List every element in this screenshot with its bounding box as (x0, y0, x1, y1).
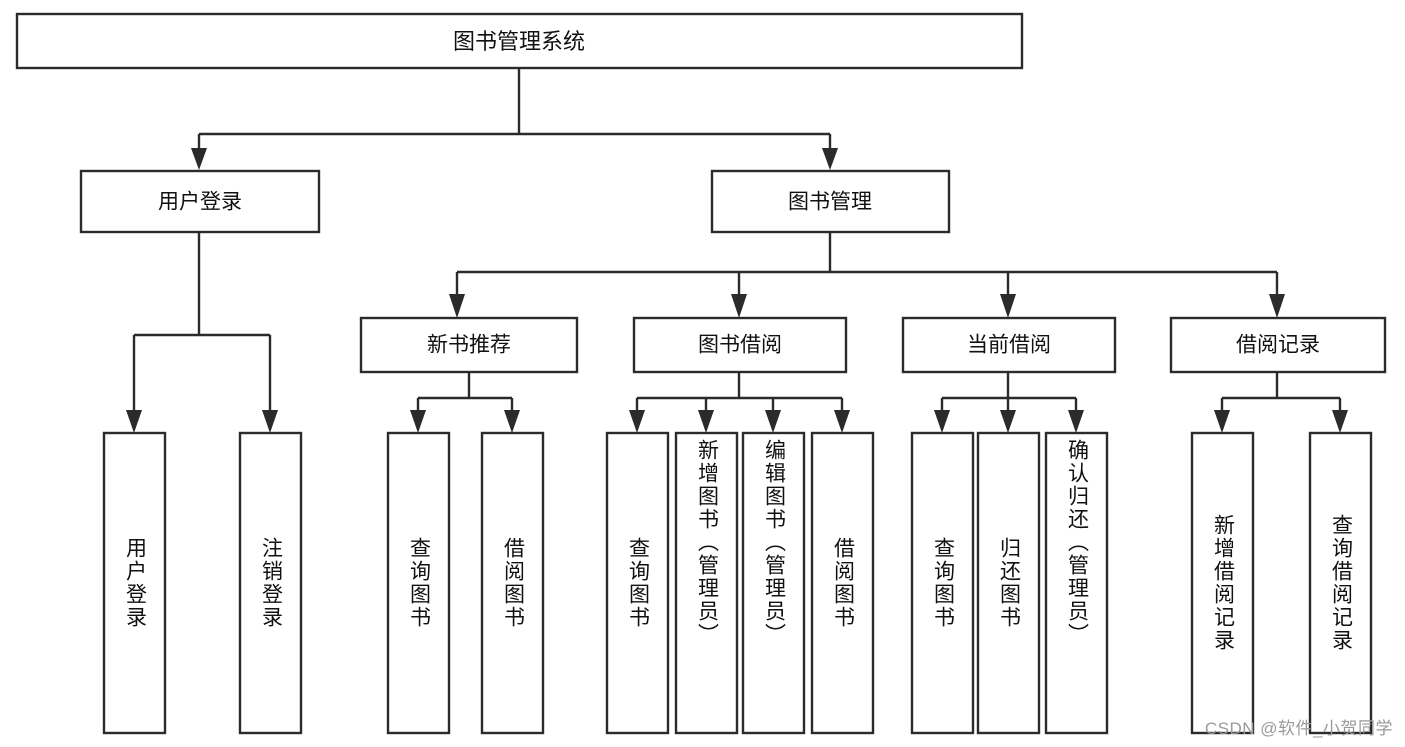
arrow-head-new-book-rec (449, 294, 465, 318)
leaf-box-add-record[interactable] (1190, 431, 1255, 735)
node-user-login[interactable]: 用户登录 (79, 169, 321, 234)
arrow-head-user-login (191, 148, 207, 170)
leaf-box-user-login[interactable] (102, 431, 167, 735)
nodes-layer: 图书管理系统 用户登录 图书管理 新书推荐 图书借阅 (15, 12, 1387, 735)
leaf-box-logout[interactable] (238, 431, 303, 735)
node-book-management[interactable]: 图书管理 (710, 169, 951, 234)
arrow-head-leaf-confirm-return (1068, 410, 1084, 433)
arrow-head-borrow-record (1269, 294, 1285, 318)
arrow-head-leaf-borrow-book-1 (504, 410, 520, 433)
node-new-book-recommend-label: 新书推荐 (427, 334, 511, 357)
arrow-head-leaf-add-record (1214, 410, 1230, 433)
node-book-borrow[interactable]: 图书借阅 (632, 316, 848, 374)
arrow-head-current-borrow (1000, 294, 1016, 318)
leaf-box-query-book-2[interactable] (605, 431, 670, 735)
arrow-head-book-borrow (731, 294, 747, 318)
arrow-head-book-management (822, 148, 838, 170)
arrow-head-leaf-return-book (1000, 410, 1016, 433)
leaf-box-borrow-book-1[interactable] (480, 431, 545, 735)
arrow-head-leaf-logout (262, 410, 278, 433)
arrow-head-leaf-user-login (126, 410, 142, 433)
arrow-head-leaf-add-book (698, 410, 714, 433)
node-new-book-recommend[interactable]: 新书推荐 (359, 316, 579, 374)
arrow-head-leaf-query-book-1 (410, 410, 426, 433)
leaf-box-confirm-return[interactable] (1044, 431, 1109, 735)
leaf-box-return-book[interactable] (976, 431, 1041, 735)
node-user-login-label: 用户登录 (158, 191, 242, 214)
arrow-head-leaf-edit-book (765, 410, 781, 433)
node-book-borrow-label: 图书借阅 (698, 334, 782, 357)
node-borrow-record-label: 借阅记录 (1236, 334, 1320, 357)
arrow-head-leaf-query-book-3 (934, 410, 950, 433)
csdn-watermark: CSDN @软件_小贺同学 (1204, 719, 1393, 738)
node-book-management-label: 图书管理 (788, 191, 872, 214)
leaf-box-query-book-1[interactable] (386, 431, 451, 735)
leaf-box-add-book[interactable] (674, 431, 739, 735)
node-root-system[interactable]: 图书管理系统 (15, 12, 1024, 70)
arrow-head-leaf-query-record (1332, 410, 1348, 433)
arrow-head-leaf-borrow-book-2 (834, 410, 850, 433)
node-borrow-record[interactable]: 借阅记录 (1169, 316, 1387, 374)
leaf-box-query-record[interactable] (1308, 431, 1373, 735)
leaf-box-edit-book[interactable] (741, 431, 806, 735)
leaf-box-borrow-book-2[interactable] (810, 431, 875, 735)
arrow-head-leaf-query-book-2 (629, 410, 645, 433)
node-current-borrow[interactable]: 当前借阅 (901, 316, 1117, 374)
leaf-box-query-book-3[interactable] (910, 431, 975, 735)
node-root-system-label: 图书管理系统 (453, 29, 585, 54)
connectors-layer (126, 68, 1348, 433)
node-current-borrow-label: 当前借阅 (967, 334, 1051, 357)
leaf-boxes-layer (102, 431, 1373, 735)
